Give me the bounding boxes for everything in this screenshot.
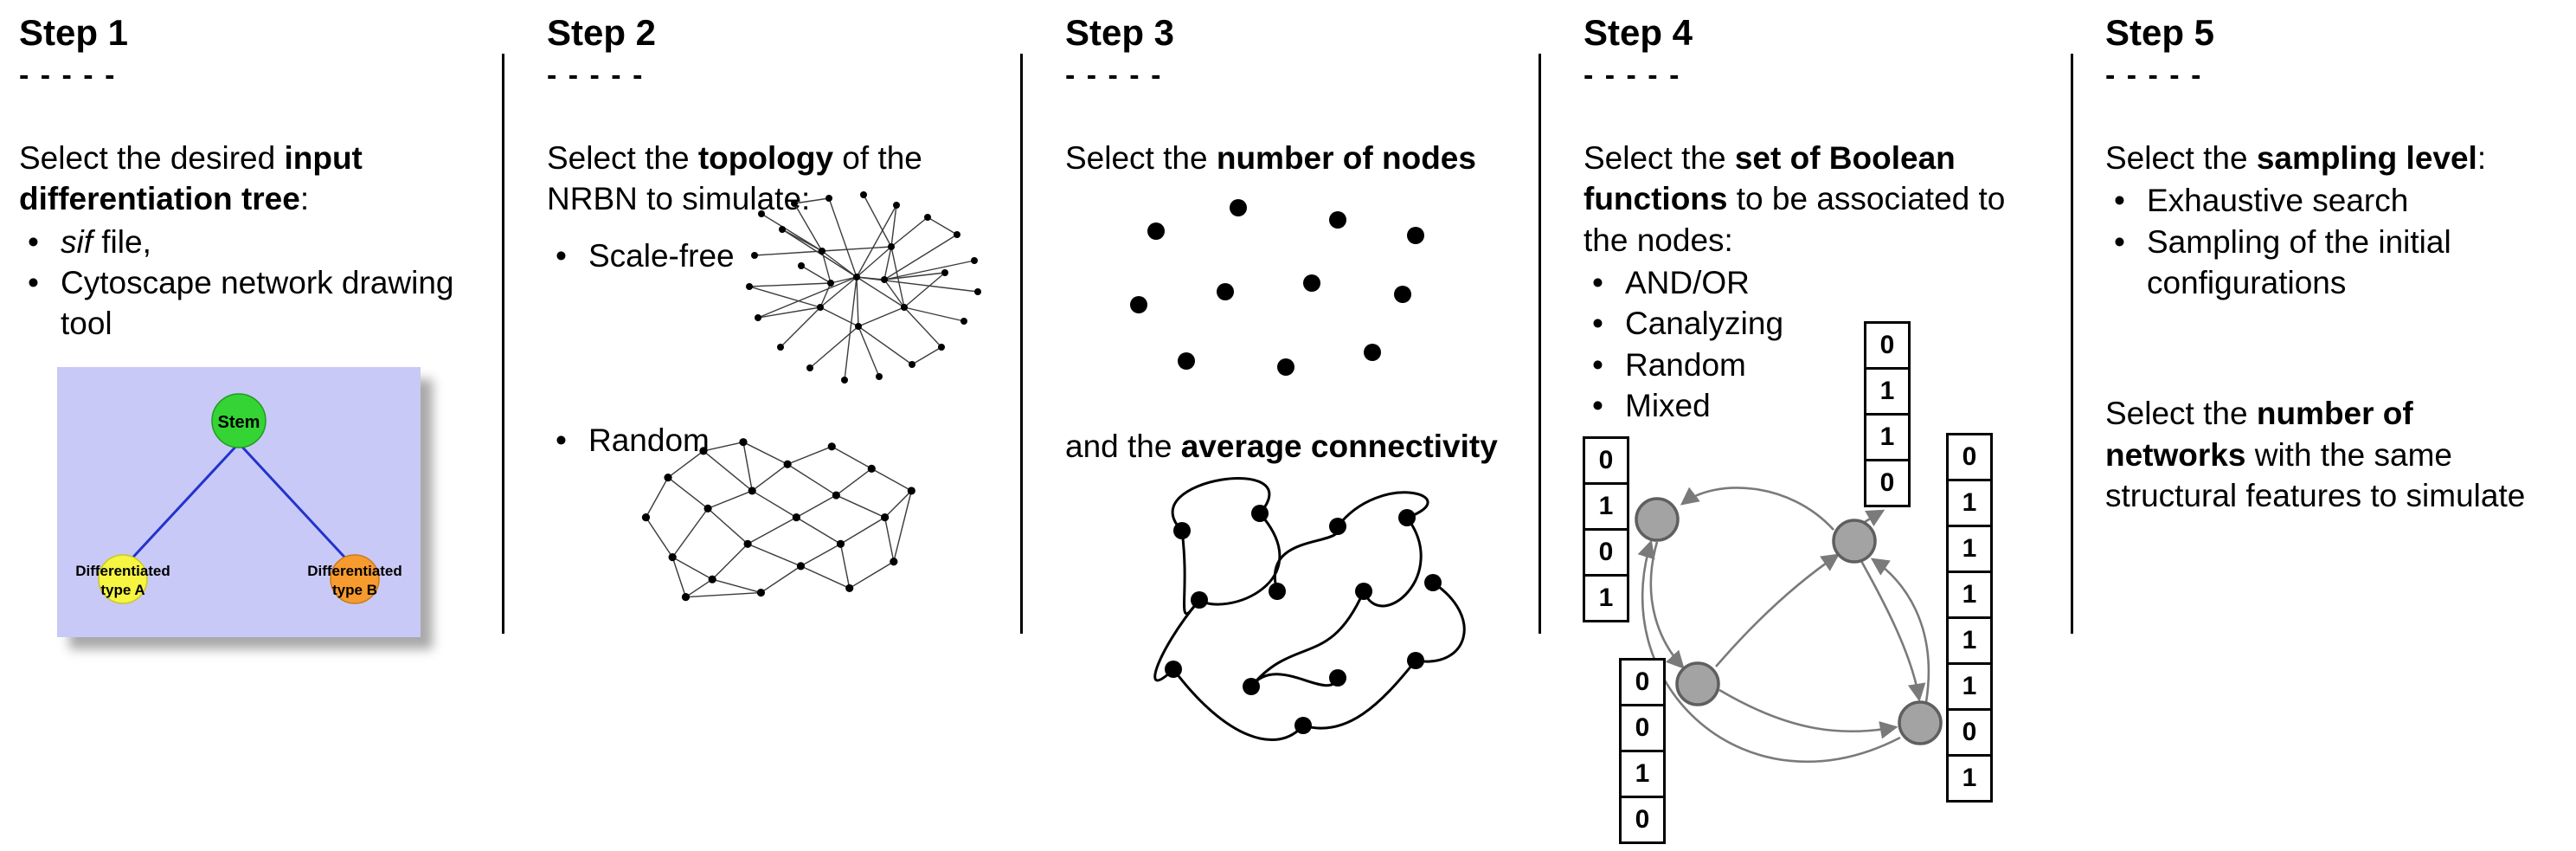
- truth-table-cell: 1: [1946, 662, 1993, 711]
- step4-dashes: - - - - -: [1584, 59, 1681, 92]
- column-divider: [2071, 54, 2073, 634]
- nodes-dots-figure: [1130, 199, 1424, 377]
- boolean-network-figure: [1635, 487, 1943, 764]
- truth-table-cell: 0: [1946, 433, 1993, 481]
- bullet-sif-file: sif file,: [19, 222, 488, 263]
- step5-column: Step 5 - - - - - Select the sampling lev…: [2071, 0, 2576, 851]
- truth-table-cell: 1: [1864, 367, 1911, 416]
- step3-title: Step 3: [1065, 12, 1175, 53]
- truth-table-right: 0 1 1 1 1 1 0 1: [1946, 433, 1993, 803]
- truth-table-cell: 1: [1946, 479, 1993, 527]
- step2-bullet-list: Scale-free Random: [547, 235, 1006, 461]
- step1-column: Step 1 - - - - - Select the desired inpu…: [0, 0, 502, 851]
- random-network-figure: [641, 438, 915, 602]
- step3-column: Step 3 - - - - - Select the number of no…: [1020, 0, 1539, 851]
- differentiated-type-a-node: [98, 554, 148, 604]
- truth-table-cell: 1: [1583, 482, 1629, 531]
- step5-title: Step 5: [2105, 12, 2215, 53]
- step5-dashes: - - - - -: [2105, 59, 2203, 92]
- truth-table-top: 0 1 1 0: [1864, 321, 1911, 507]
- bullet-sampling-initial: Sampling of the initial configurations: [2105, 222, 2562, 304]
- truth-table-cell: 0: [1864, 321, 1911, 370]
- step4-bullet-list: AND/OR Canalyzing Random Mixed: [1584, 262, 2057, 427]
- differentiation-tree-figure: Stem Differentiated type A Differentiate…: [57, 366, 421, 637]
- bullet-canalyzing: Canalyzing: [1584, 303, 2057, 345]
- truth-table-cell: 0: [1583, 528, 1629, 577]
- truth-table-cell: 1: [1946, 754, 1993, 803]
- bullet-mixed: Mixed: [1584, 385, 2057, 427]
- step2-dashes: - - - - -: [547, 59, 645, 92]
- truth-table-cell: 0: [1619, 704, 1666, 752]
- step1-dashes: - - - - -: [19, 59, 117, 92]
- truth-table-bottom-left: 0 0 1 0: [1619, 658, 1666, 844]
- truth-table-cell: 0: [1946, 708, 1993, 757]
- truth-table-cell: 1: [1864, 413, 1911, 461]
- bullet-random: Random: [547, 420, 1006, 461]
- scale-free-network-figure: [746, 191, 981, 384]
- step5-intro: Select the sampling level:: [2105, 140, 2487, 176]
- bullet-exhaustive-search: Exhaustive search: [2105, 180, 2562, 222]
- network-nodes: [1635, 497, 1943, 745]
- step1-title: Step 1: [19, 12, 129, 53]
- column-divider: [502, 54, 504, 634]
- type-b-label-line2: type B: [332, 582, 377, 598]
- truth-table-cell: 0: [1864, 459, 1911, 507]
- type-a-label-line1: Differentiated: [75, 563, 170, 579]
- truth-table-cell: 1: [1583, 574, 1629, 622]
- step2-title: Step 2: [547, 12, 657, 53]
- step3-line1: Select the number of nodes: [1065, 140, 1476, 176]
- bullet-and-or: AND/OR: [1584, 262, 2057, 304]
- truth-table-cell: 0: [1583, 436, 1629, 485]
- type-a-label-line2: type A: [100, 582, 145, 598]
- stem-label: Stem: [218, 413, 260, 432]
- type-b-label-line1: Differentiated: [307, 563, 402, 579]
- step5-bullet-list: Exhaustive search Sampling of the initia…: [2105, 180, 2562, 303]
- connectivity-tangle-figure: [1153, 476, 1466, 741]
- truth-table-left: 0 1 0 1: [1583, 436, 1629, 622]
- differentiated-type-b-node: [330, 554, 380, 604]
- step4-title: Step 4: [1584, 12, 1693, 53]
- step4-intro: Select the set of Boolean functions to b…: [1584, 140, 2006, 258]
- step3-dashes: - - - - -: [1065, 59, 1163, 92]
- truth-table-cell: 1: [1619, 750, 1666, 798]
- step2-intro: Select the topology of the NRBN to simul…: [547, 140, 922, 217]
- truth-table-cell: 1: [1946, 525, 1993, 573]
- step3-line2: and the average connectivity: [1065, 429, 1498, 465]
- truth-table-cell: 1: [1946, 616, 1993, 665]
- column-divider: [1539, 54, 1541, 634]
- step4-column: Step 4 - - - - - Select the set of Boole…: [1539, 0, 2071, 851]
- truth-table-cell: 0: [1619, 658, 1666, 706]
- bullet-cytoscape: Cytoscape network drawing tool: [19, 262, 488, 345]
- bullet-scale-free: Scale-free: [547, 235, 1006, 277]
- network-arrows: [1637, 487, 1930, 764]
- column-divider: [1020, 54, 1023, 634]
- bullet-random-functions: Random: [1584, 345, 2057, 386]
- step1-bullet-list: sif file, Cytoscape network drawing tool: [19, 222, 488, 345]
- stem-node: [211, 393, 267, 448]
- step2-column: Step 2 - - - - - Select the topology of …: [502, 0, 1020, 851]
- step1-intro: Select the desired input differentiation…: [19, 140, 363, 217]
- differentiation-tree-svg: Stem Differentiated type A Differentiate…: [75, 393, 402, 604]
- truth-table-cell: 0: [1619, 796, 1666, 844]
- truth-table-cell: 1: [1946, 571, 1993, 619]
- step5-second-paragraph: Select the number of networks with the s…: [2105, 396, 2526, 514]
